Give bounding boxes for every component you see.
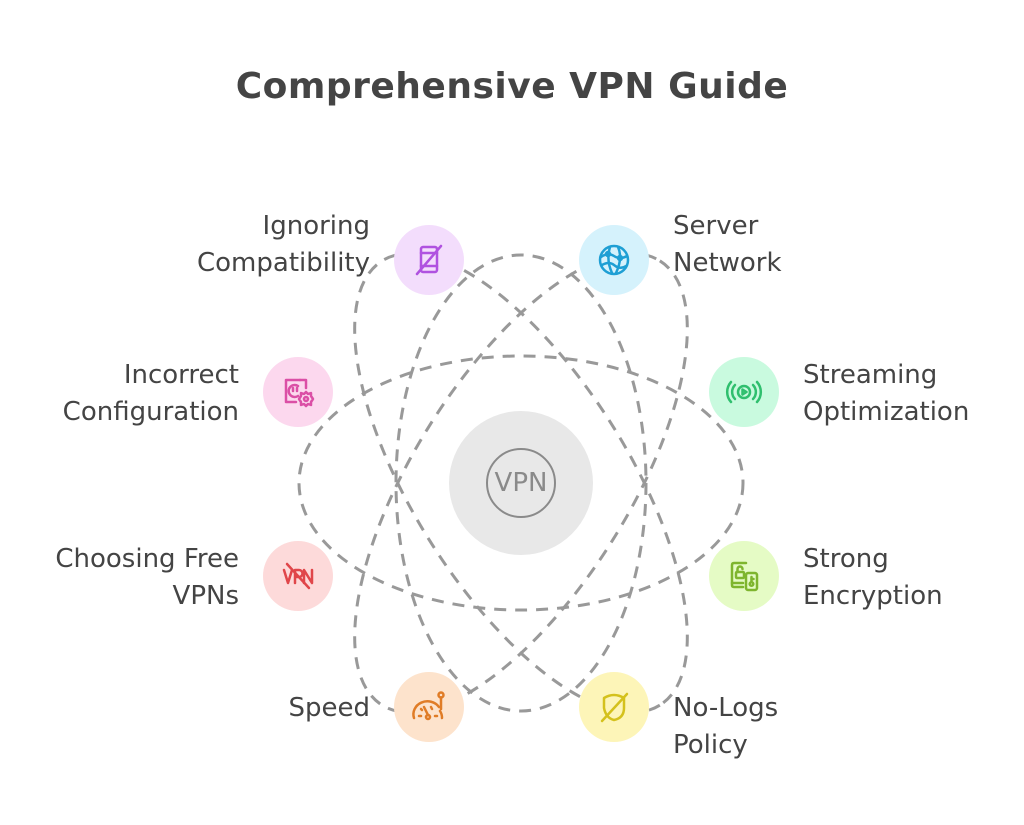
label-line: Server [673,211,759,241]
label-choosing-free-vpns: Choosing Free VPNs [55,541,239,615]
broadcast-play-icon [726,380,762,404]
node-choosing-free-vpns [263,541,333,611]
label-strong-encryption: Strong Encryption [803,541,943,615]
orbit-horizontal [297,354,745,612]
label-line: Optimization [803,397,970,427]
orbit-vertical [394,253,648,713]
center-hub: VPN [449,411,593,555]
label-speed: Speed [288,690,370,727]
label-ignoring-compatibility: Ignoring Compatibility [197,208,370,282]
label-line: Configuration [62,397,239,427]
label-line: Network [673,248,782,278]
node-server-network [579,225,649,295]
center-label: VPN [494,468,548,498]
label-line: Strong [803,544,889,574]
label-no-logs-policy: No-Logs Policy [673,690,778,764]
node-speed [394,672,464,742]
device-slash-icon [415,244,443,276]
orbit-diagonal-b [353,252,689,714]
label-streaming-optimization: Streaming Optimization [803,357,969,431]
label-line: Ignoring [262,211,370,241]
vpn-slash-icon [282,562,314,590]
node-streaming-optimization [709,357,779,427]
lock-key-icon [730,561,759,592]
node-strong-encryption [709,541,779,611]
label-server-network: Server Network [673,208,782,282]
label-line: Choosing Free [55,544,239,574]
label-line: Encryption [803,581,943,611]
shield-slash-icon [600,692,629,723]
socket-gear-icon [284,378,315,408]
label-line: VPNs [172,581,239,611]
node-no-logs-policy [579,672,649,742]
label-line: Policy [673,730,748,760]
speedometer-icon [412,691,445,721]
label-line: Streaming [803,360,938,390]
label-line: Incorrect [123,360,239,390]
label-line: Speed [288,693,370,723]
label-line: No-Logs [673,693,779,723]
node-ignoring-compatibility [394,225,464,295]
label-incorrect-configuration: Incorrect Configuration [63,357,239,431]
node-incorrect-configuration [263,357,333,427]
label-line: Compatibility [197,248,370,278]
diagram-title: Comprehensive VPN Guide [235,66,789,107]
globe-network-icon [598,244,630,276]
vpn-badge-icon: VPN [486,448,556,518]
